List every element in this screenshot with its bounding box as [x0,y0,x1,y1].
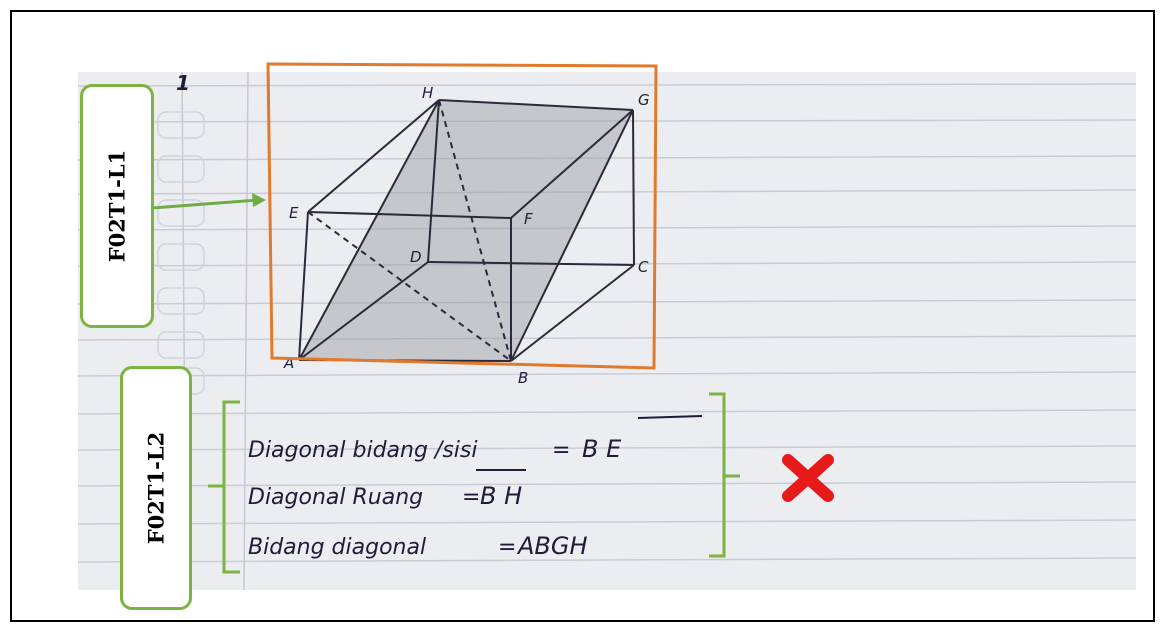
label-f02t1-l2: F02T1-L2 [120,366,192,610]
label-arrow-head [252,193,266,207]
note-term-1: Diagonal bidang /sisi [248,438,477,463]
vector-overbars [476,415,703,471]
notebook-photo: 1 [78,72,1136,590]
notebook-drawing: 1 [78,72,1136,590]
incorrect-cross-icon [782,454,834,502]
label-f02t1-l2-text: F02T1-L2 [143,431,169,545]
note-answer-2: B H [480,482,522,510]
cube-vertex-labels: A B C D E F G H [283,84,650,387]
vertex-b-label: B [518,369,528,387]
figure-frame: 1 [10,10,1155,622]
vertex-f-label: F [524,210,533,228]
cube-highlight-box [266,62,658,370]
note-eq-2: = [462,485,480,510]
handwritten-notes: Diagonal bidang /sisi = B E Diagonal Rua… [248,435,622,560]
label-f02t1-l1-text: F02T1-L1 [104,149,130,263]
vertex-d-label: D [410,248,422,266]
page-mark: 1 [176,72,190,95]
label-f02t1-l1: F02T1-L1 [80,84,154,328]
note-answer-1: B E [582,435,622,463]
vertex-g-label: G [638,91,650,109]
note-eq-1: = [552,438,570,463]
label-arrow [151,198,259,210]
vertex-h-label: H [422,84,433,102]
vertex-a-label: A [283,354,294,372]
notebook-tabs [157,111,205,395]
vertex-c-label: C [638,258,649,276]
note-term-3: Bidang diagonal [248,535,426,560]
ruled-lines [78,83,1136,563]
left-brace [208,400,240,574]
note-eq-3: = [498,535,516,560]
cube-drawing [298,99,635,362]
annotation-overlay [151,62,834,574]
right-brace [709,392,740,558]
note-answer-3: ABGH [516,532,588,560]
note-term-2: Diagonal Ruang [248,485,423,510]
vertex-e-label: E [289,204,299,222]
